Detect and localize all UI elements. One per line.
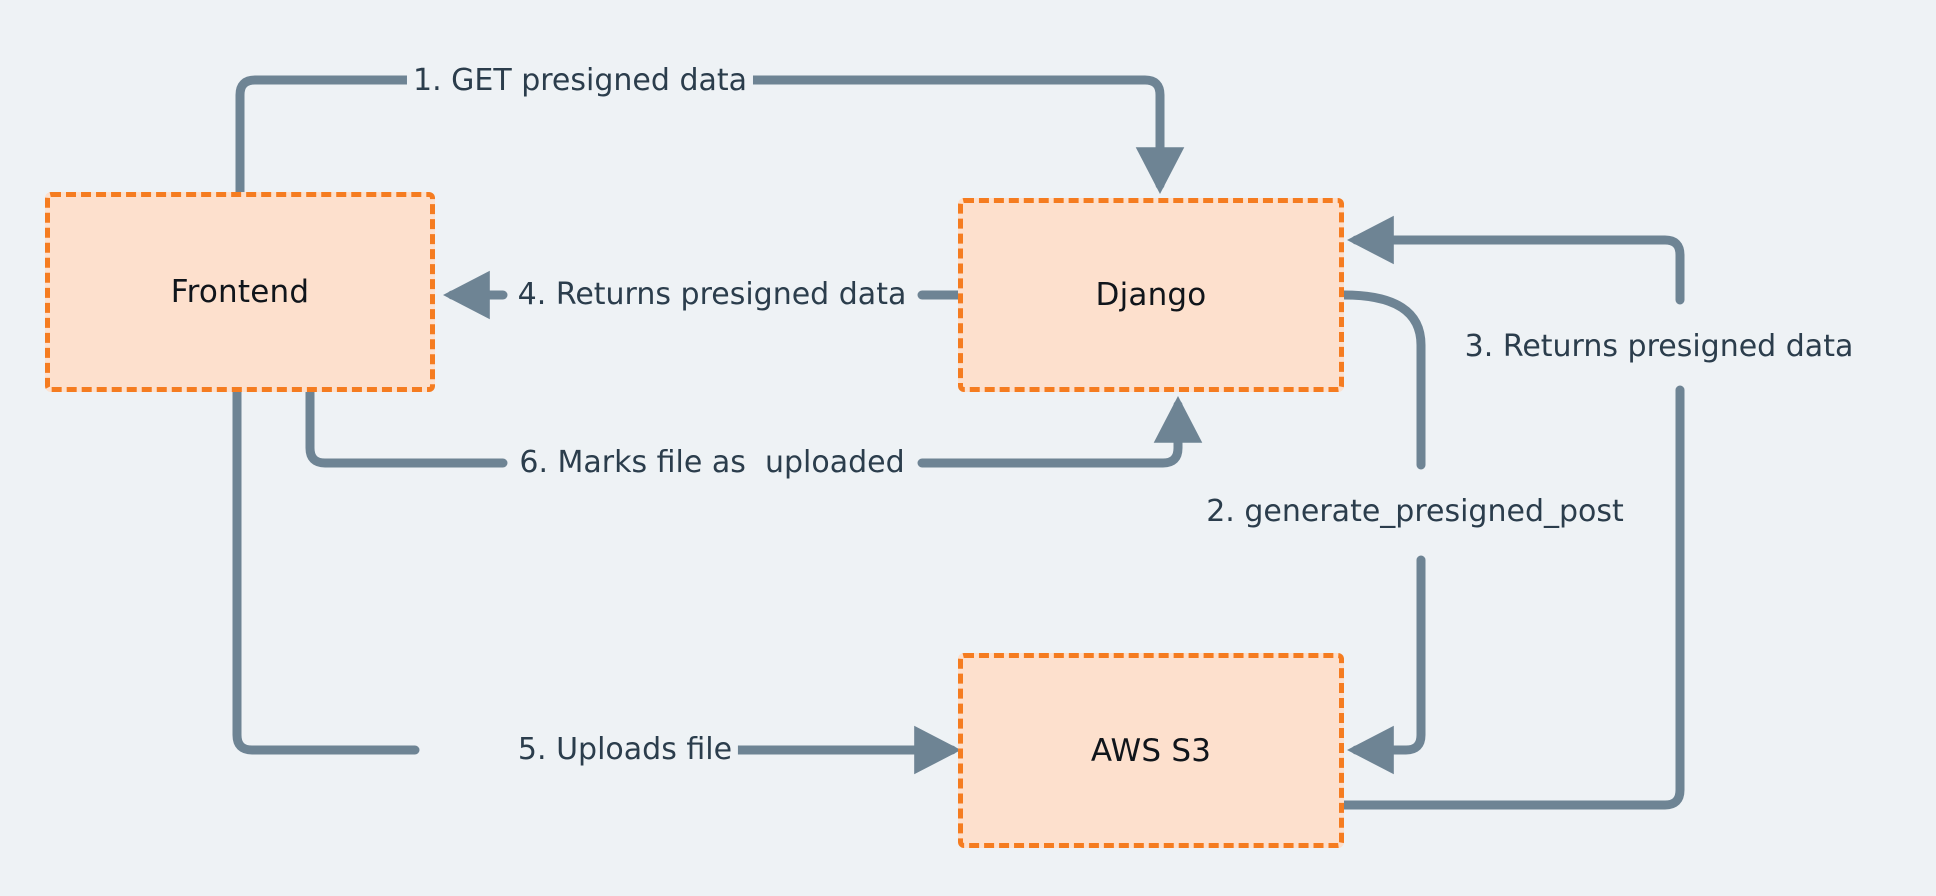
connector-6-a	[305, 387, 508, 468]
edge-label-5: 5. Uploads file	[511, 732, 739, 768]
edge-label-1: 1. GET presigned data	[406, 63, 754, 99]
connector-3-a	[1339, 385, 1685, 810]
edge-label-4: 4. Returns presigned data	[511, 277, 913, 313]
node-aws-s3[interactable]: AWS S3	[958, 653, 1344, 848]
edge-label-3: 3. Returns presigned data	[1458, 329, 1860, 365]
node-django[interactable]: Django	[958, 198, 1344, 392]
edge-label-6: 6. Marks file as uploaded	[513, 445, 911, 481]
connector-5-a	[232, 387, 420, 755]
connector-3-b	[1346, 215, 1685, 305]
connector-1-a	[235, 75, 460, 197]
node-frontend[interactable]: Frontend	[45, 192, 435, 392]
connector-1-b	[707, 75, 1185, 195]
node-django-label: Django	[1095, 277, 1207, 313]
node-aws-s3-label: AWS S3	[1090, 732, 1212, 769]
connector-2-b	[1346, 555, 1426, 775]
edge-label-2: 2. generate_presigned_post	[1200, 494, 1630, 530]
connector-2-a	[1339, 290, 1426, 470]
node-frontend-label: Frontend	[170, 274, 310, 310]
connector-6-b	[917, 395, 1203, 468]
